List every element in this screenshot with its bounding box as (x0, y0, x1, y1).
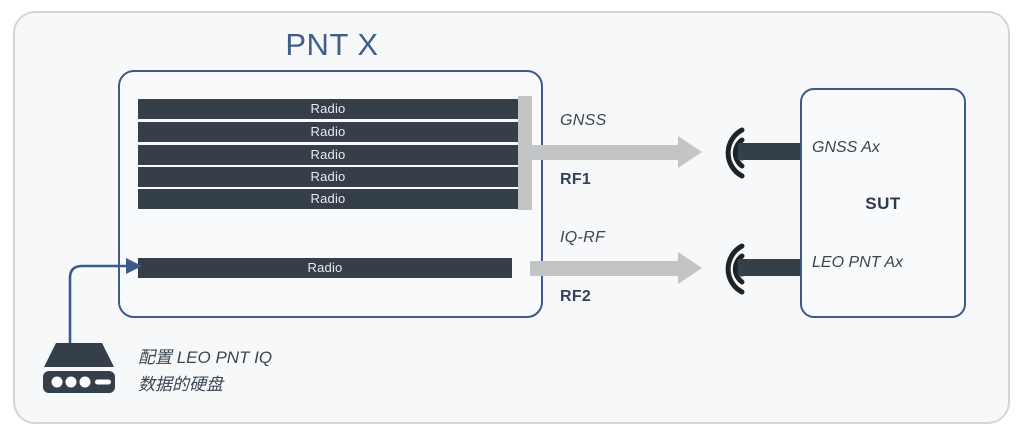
sut-box (800, 88, 966, 318)
sut-port-label-gnss: GNSS Ax (812, 139, 880, 156)
port-label-rf2: RF2 (560, 288, 592, 305)
radio-bar: Radio (138, 145, 518, 165)
storage-caption-line1: 配置 LEO PNT IQ (138, 348, 273, 367)
rf1-arrow-head (678, 136, 702, 168)
radio-bar: Radio (138, 167, 518, 187)
rf-combiner-bar (518, 96, 532, 210)
port-label-rf1: RF1 (560, 171, 592, 188)
storage-caption-line2: 数据的硬盘 (138, 375, 223, 394)
signal-label-gnss: GNSS (560, 112, 607, 129)
radio-bar: Radio (138, 122, 518, 142)
sut-port-label-leo-pnt: LEO PNT Ax (812, 254, 903, 271)
rf2-arrow-head (678, 252, 702, 284)
radio-bar: Radio (138, 258, 512, 278)
gnss-antenna-stub (738, 143, 802, 160)
leo-pnt-antenna-stub (738, 259, 802, 276)
signal-label-iq-rf: IQ-RF (560, 229, 606, 246)
radio-bar: Radio (138, 99, 518, 119)
hard-drive-icon (40, 339, 118, 397)
rf1-arrow-shaft (530, 145, 678, 160)
sut-name: SUT (865, 194, 901, 213)
page-title: PNT X (285, 27, 379, 62)
storage-caption: 配置 LEO PNT IQ 数据的硬盘 (138, 344, 272, 398)
rf2-arrow-shaft (530, 261, 678, 276)
radio-bar: Radio (138, 189, 518, 209)
storage-to-radio-connector (40, 240, 170, 350)
